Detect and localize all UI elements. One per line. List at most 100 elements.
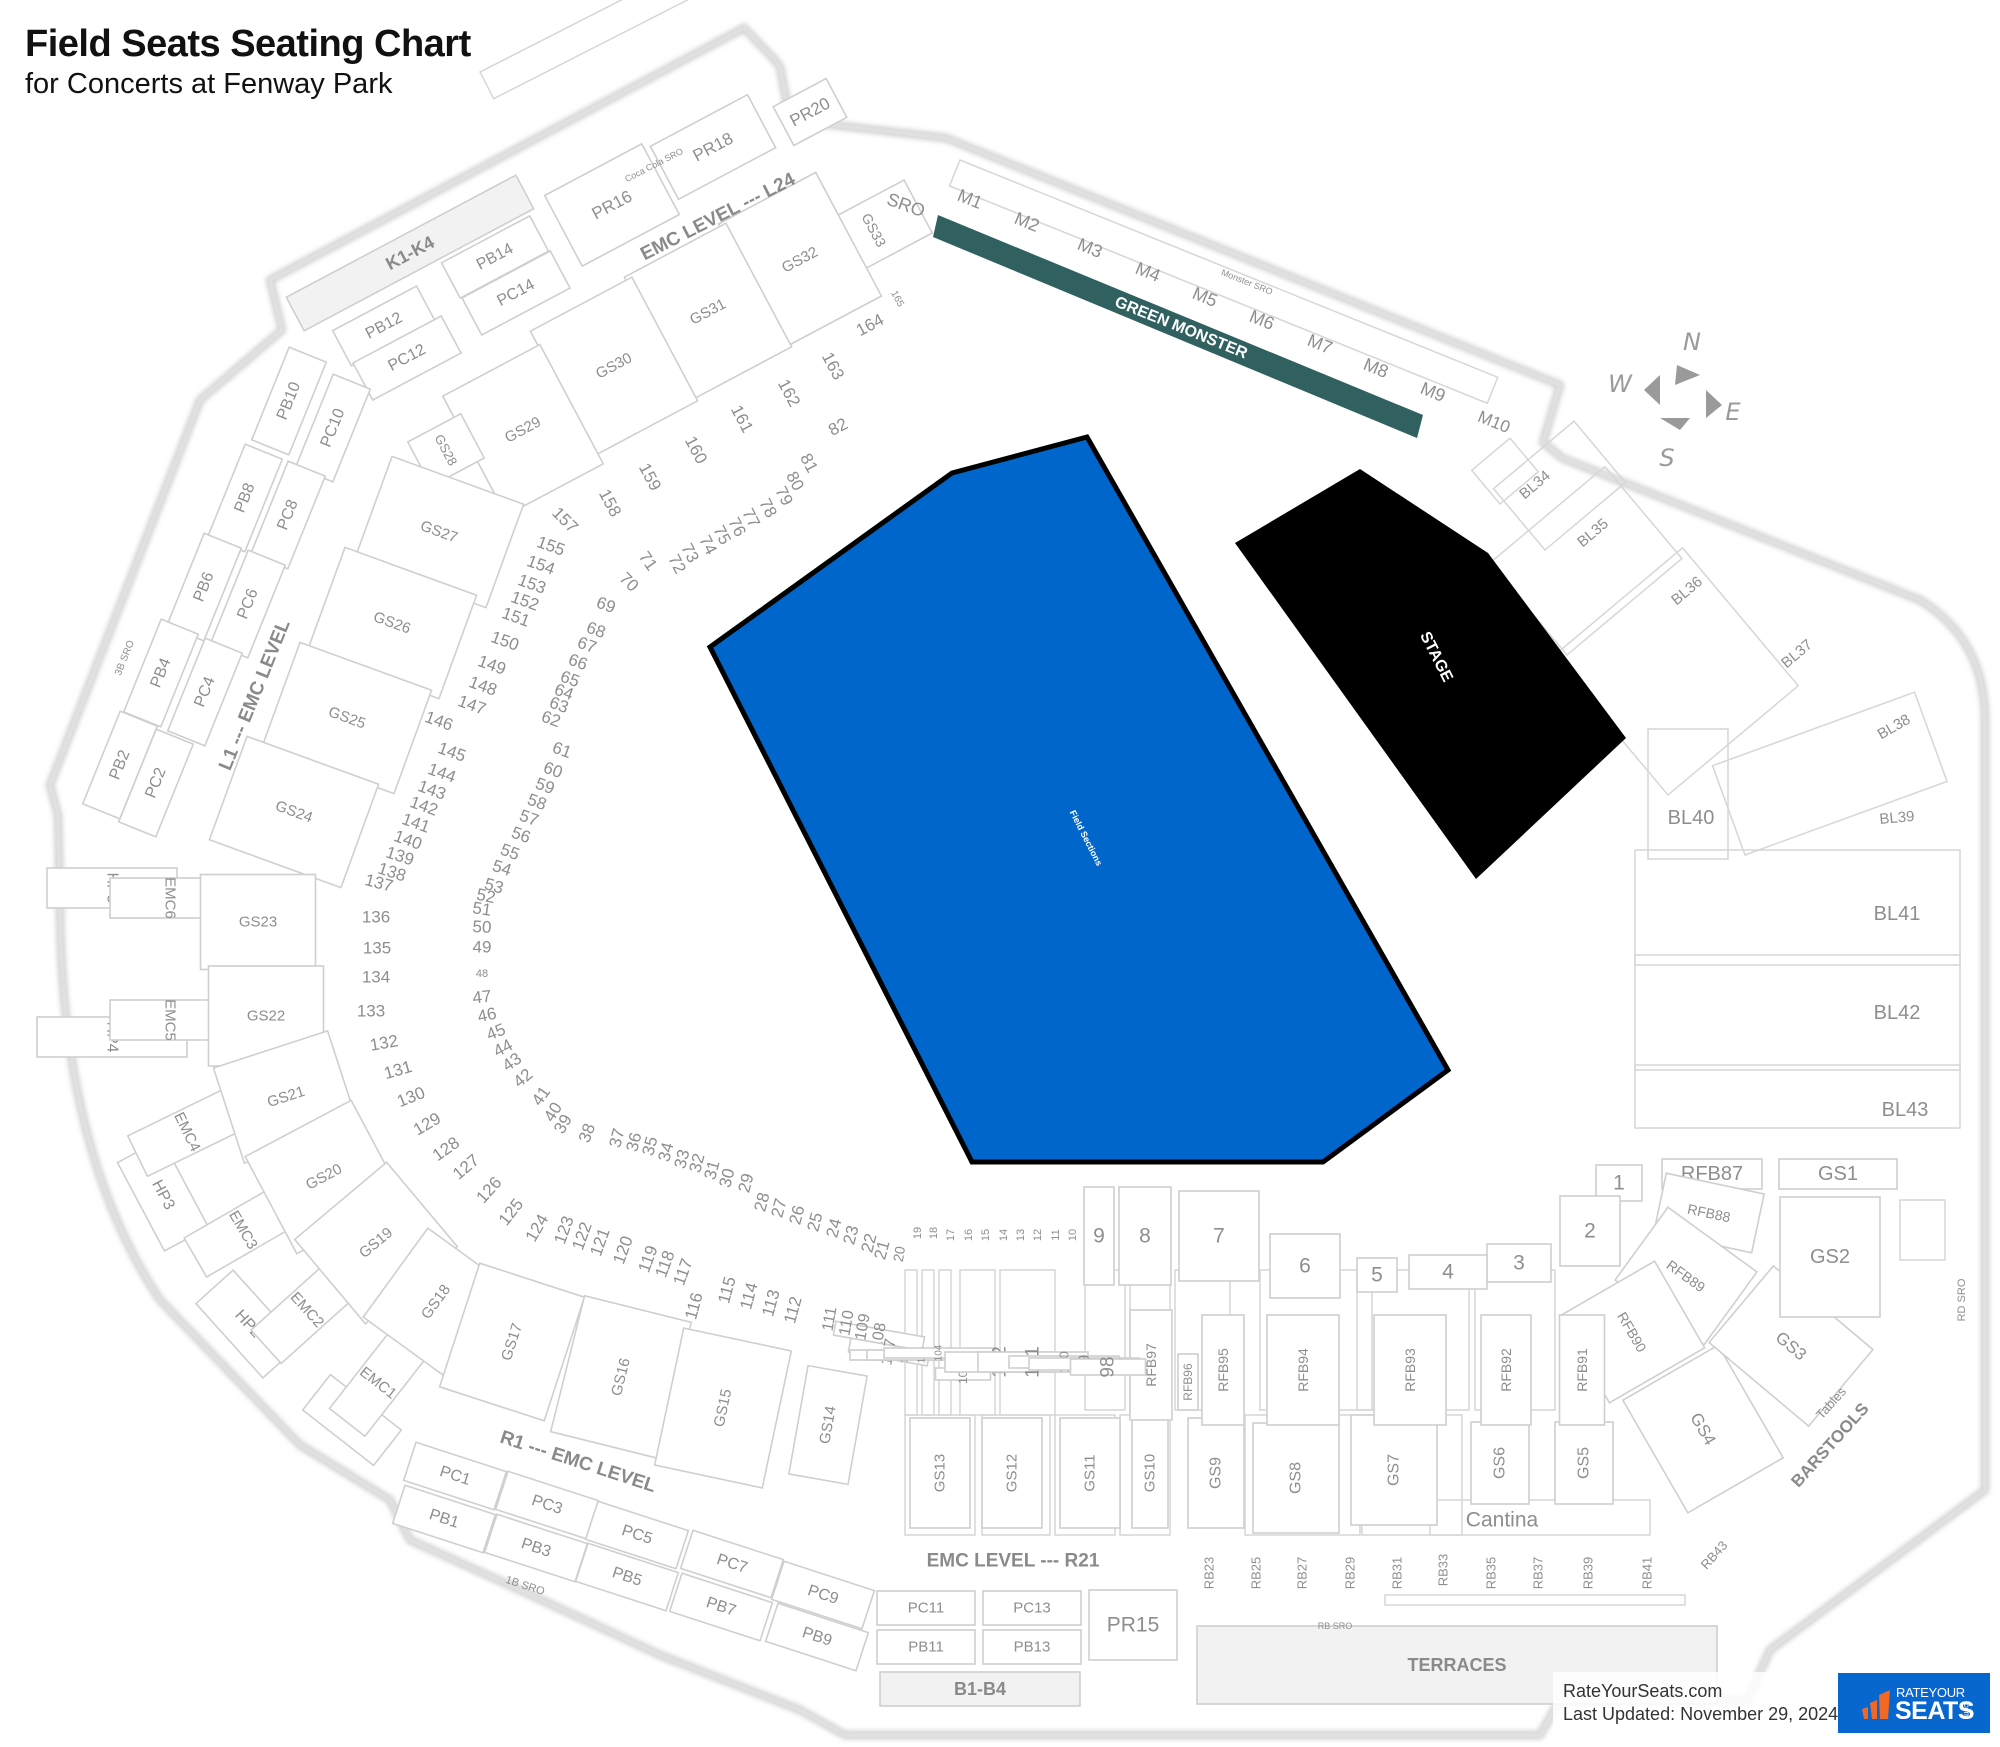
section-outline[interactable] [199, 873, 317, 971]
section-gs9[interactable]: GS9 [1187, 1417, 1245, 1529]
section-rb39[interactable]: RB39 [1581, 1557, 1596, 1590]
section-gs28[interactable]: GS28 [406, 412, 486, 488]
section-bl34[interactable]: BL34 [1516, 467, 1554, 503]
section-rb35[interactable]: RB35 [1484, 1557, 1499, 1590]
section-48[interactable]: 48 [476, 968, 488, 980]
section-rfb93[interactable]: RFB93 [1373, 1314, 1447, 1426]
section-157[interactable]: 157 [548, 503, 581, 536]
section-pb10[interactable]: PB10 [250, 346, 328, 456]
section-163[interactable]: 163 [818, 349, 848, 383]
section-gs6[interactable]: GS6 [1470, 1421, 1530, 1505]
section-32[interactable]: 32 [685, 1151, 708, 1174]
section-outline[interactable] [1201, 1314, 1245, 1426]
section-pr20[interactable]: PR20 [772, 77, 848, 147]
section-20[interactable]: 20 [890, 1245, 908, 1263]
section-70[interactable]: 70 [616, 569, 643, 596]
section-52[interactable]: 52 [475, 885, 497, 908]
section-165[interactable]: 165 [888, 289, 906, 309]
section-pc13[interactable]: PC13 [982, 1590, 1082, 1626]
section-gs8[interactable]: GS8 [1252, 1422, 1340, 1534]
section-gs14[interactable]: GS14 [787, 1364, 869, 1486]
section-outline[interactable] [1266, 1314, 1340, 1426]
section-11[interactable]: 11 [1050, 1229, 1062, 1240]
section-bl37[interactable]: BL37 [1778, 636, 1816, 672]
section-114[interactable]: 114 [736, 1280, 761, 1311]
section-110[interactable]: 110 [836, 1309, 857, 1337]
section-gs5[interactable]: GS5 [1554, 1421, 1614, 1505]
section-37[interactable]: 37 [605, 1126, 628, 1149]
section-120[interactable]: 120 [609, 1233, 637, 1266]
section-54[interactable]: 54 [490, 856, 514, 880]
section-outline[interactable] [1059, 1417, 1121, 1529]
section-gs23[interactable]: GS23 [199, 873, 317, 971]
section-rb43[interactable]: RB43 [1698, 1538, 1731, 1572]
section-pr15[interactable]: PR15 [1088, 1589, 1178, 1661]
section-24[interactable]: 24 [822, 1216, 845, 1239]
field-sections-area[interactable] [706, 434, 1452, 1165]
section-gs17[interactable]: GS17 [438, 1262, 586, 1422]
section-rfb94[interactable]: RFB94 [1266, 1314, 1340, 1426]
section-outline[interactable] [982, 1590, 1082, 1626]
section-7[interactable]: 7 [1178, 1190, 1260, 1282]
section-pc8[interactable]: PC8 [249, 460, 327, 570]
section-31[interactable]: 31 [700, 1158, 723, 1181]
section-pc1[interactable]: PC1 [402, 1441, 508, 1511]
section-109[interactable]: 109 [852, 1312, 873, 1341]
section-26[interactable]: 26 [785, 1203, 808, 1226]
section-53[interactable]: 53 [482, 874, 505, 897]
section-30[interactable]: 30 [715, 1166, 738, 1189]
section-outline[interactable] [679, 1529, 785, 1599]
section-gs24[interactable]: GS24 [208, 735, 380, 889]
section-outline[interactable] [438, 1262, 586, 1422]
section-pc3[interactable]: PC3 [494, 1470, 600, 1540]
section-bl41[interactable]: BL41 [1874, 903, 1921, 925]
section-38[interactable]: 38 [575, 1121, 599, 1145]
section-16[interactable]: 16 [963, 1229, 975, 1241]
section-10[interactable]: 10 [1067, 1229, 1079, 1241]
section-4[interactable]: 4 [1408, 1254, 1488, 1290]
section-rb25[interactable]: RB25 [1249, 1557, 1264, 1590]
section-outline[interactable] [250, 346, 328, 456]
section-8[interactable]: 8 [1118, 1186, 1172, 1286]
section-rfb92[interactable]: RFB92 [1480, 1314, 1532, 1426]
section-pc7[interactable]: PC7 [679, 1529, 785, 1599]
section-2[interactable]: 2 [1559, 1195, 1621, 1267]
section-pc9[interactable]: PC9 [770, 1560, 876, 1630]
section-outline[interactable] [1118, 1186, 1172, 1286]
section-pc5[interactable]: PC5 [584, 1500, 690, 1570]
section-pb14[interactable]: PB14 [440, 214, 550, 300]
section-69[interactable]: 69 [594, 593, 618, 617]
section-gs1[interactable]: GS1 [1778, 1158, 1898, 1190]
section-gs7[interactable]: GS7 [1350, 1414, 1438, 1526]
section-gs2[interactable]: GS2 [1779, 1196, 1881, 1318]
section-gs25[interactable]: GS25 [261, 641, 433, 795]
section-5[interactable]: 5 [1356, 1257, 1398, 1293]
section-outline[interactable] [285, 174, 535, 332]
section-outline[interactable] [764, 1602, 870, 1672]
section-22[interactable]: 22 [857, 1231, 880, 1254]
section-rb31[interactable]: RB31 [1390, 1557, 1405, 1590]
section-outline[interactable] [117, 728, 195, 838]
section-115[interactable]: 115 [714, 1274, 739, 1305]
section-outline[interactable] [653, 1327, 793, 1489]
section-35[interactable]: 35 [638, 1134, 661, 1157]
section-outline[interactable] [876, 1629, 976, 1665]
section-outline[interactable] [787, 1364, 869, 1486]
section-46[interactable]: 46 [476, 1004, 498, 1027]
section-pc11[interactable]: PC11 [876, 1590, 976, 1626]
section-130[interactable]: 130 [394, 1083, 427, 1111]
section-bl42[interactable]: BL42 [1874, 1002, 1921, 1024]
section-pb4[interactable]: PB4 [122, 618, 200, 728]
section-rb41[interactable]: RB41 [1640, 1557, 1655, 1590]
section-18[interactable]: 18 [928, 1227, 940, 1239]
section-outline[interactable] [1177, 1353, 1199, 1411]
section-gs15[interactable]: GS15 [653, 1327, 793, 1489]
section-outline[interactable] [208, 735, 380, 889]
section-outline[interactable] [982, 1629, 1082, 1665]
section-113[interactable]: 113 [758, 1287, 783, 1318]
section-bl43[interactable]: BL43 [1882, 1099, 1929, 1121]
section-134[interactable]: 134 [362, 968, 390, 987]
section-outline[interactable] [772, 77, 848, 147]
section-pb5[interactable]: PB5 [574, 1542, 680, 1612]
section-outline[interactable] [351, 314, 463, 402]
